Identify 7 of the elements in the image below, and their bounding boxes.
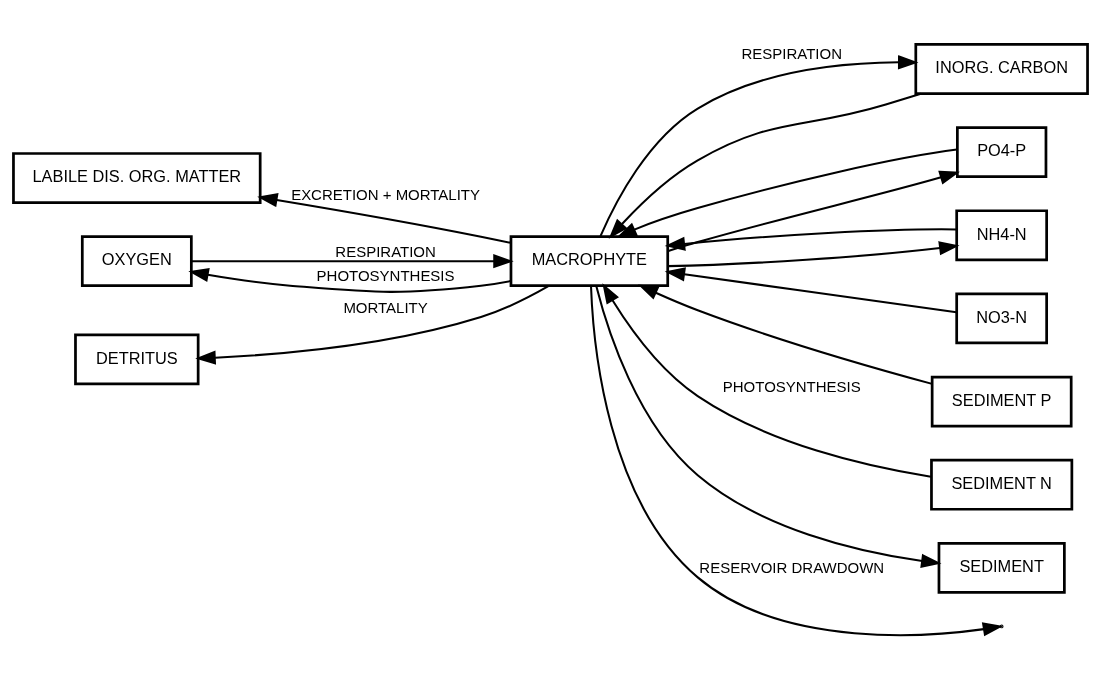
edge-label: RESPIRATION	[741, 44, 842, 62]
edge-label: RESPIRATION	[335, 242, 436, 260]
edge-label: EXCRETION + MORTALITY	[291, 185, 481, 203]
edge-label: RESERVOIR DRAWDOWN	[699, 558, 885, 576]
edge-label: PHOTOSYNTHESIS	[316, 266, 455, 284]
edge-label: MORTALITY	[343, 298, 428, 316]
edge-label: PHOTOSYNTHESIS	[722, 377, 861, 395]
